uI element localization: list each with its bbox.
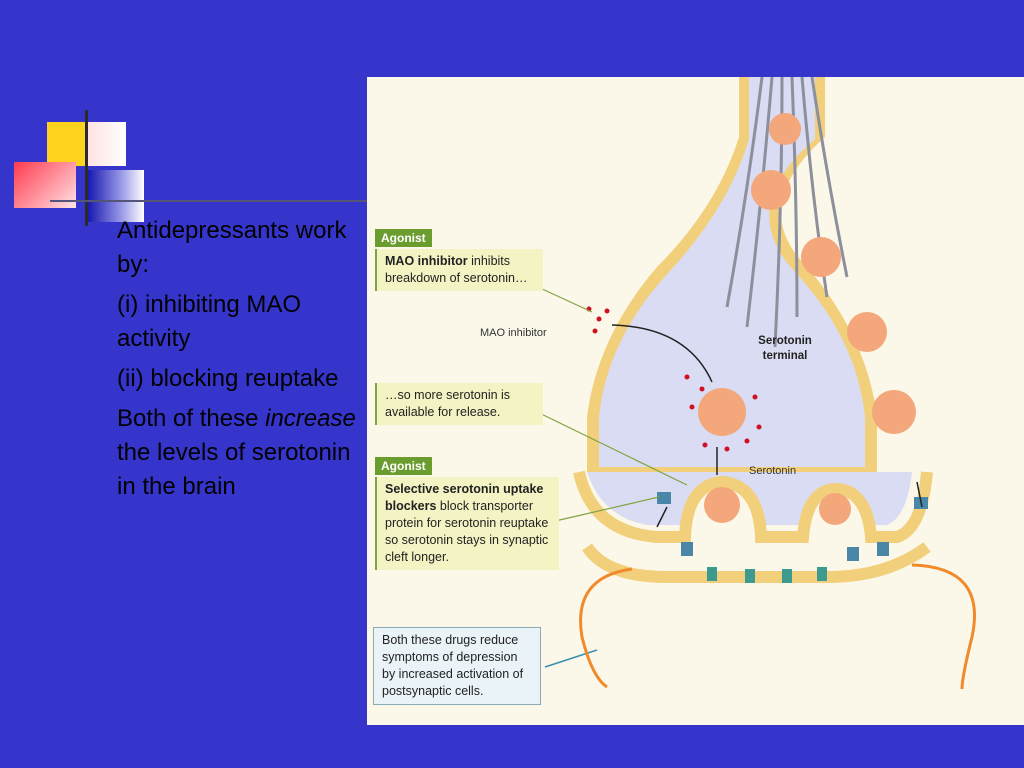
ssri-box: Selective serotonin uptake blockers bloc… [375,477,559,570]
decor-light-square [88,122,126,166]
ssri-box-title: Selective serotonin uptake blockers [385,482,544,513]
summary-box: Both these drugs reduce symptoms of depr… [373,627,541,705]
synapse-figure: Agonist MAO inhibitor inhibits breakdown… [367,77,1024,725]
pointer-line-bottom [544,649,598,668]
postsynaptic-receptors [707,567,827,583]
bullet-4: Both of these increase the levels of ser… [117,402,362,504]
postsynaptic-membrane [582,542,931,583]
vesicles [698,113,916,436]
serotonin-terminal-label: Serotonin terminal [758,335,812,362]
agonist-tag-1: Agonist [375,229,432,247]
activation-arrows [579,563,976,690]
decor-blue-square [88,170,144,222]
bullet-4-pre: Both of these [117,405,259,432]
decor-vertical-line [85,110,88,226]
decor-yellow-square [47,122,87,166]
mao-inhibitor-molecules [586,306,762,452]
mao-inhibitor-box-title: MAO inhibitor [385,254,468,268]
decor-horizontal-line [50,200,370,202]
fusing-vesicle [819,493,851,525]
serotonin-label: Serotonin [749,465,797,477]
bullet-4-post: the levels of serotonin in the brain [117,439,351,500]
synapse-diagram [526,77,976,690]
releasing-vesicle [704,487,740,523]
bullet-3: (ii) blocking reuptake [117,365,339,392]
bullet-4-emphasis: increase [265,405,356,432]
bullet-list: Antidepressants work by: (i) inhibiting … [117,214,362,510]
bullet-1: Antidepressants work by: [117,217,347,278]
mao-inhibitor-label: MAO inhibitor [480,327,547,339]
bullet-2: (i) inhibiting MAO activity [117,291,302,352]
mao-inhibitor-box: MAO inhibitor inhibits breakdown of sero… [375,249,543,291]
presynaptic-membrane [573,470,933,543]
agonist-tag-2: Agonist [375,457,432,475]
molecule-arrows [611,324,923,528]
ssri-box-text: block transporter protein for serotonin … [385,499,549,564]
mao-inhibitor-box-text: inhibits breakdown of serotonin… [385,254,528,285]
more-serotonin-box: …so more serotonin is available for rele… [375,383,543,425]
